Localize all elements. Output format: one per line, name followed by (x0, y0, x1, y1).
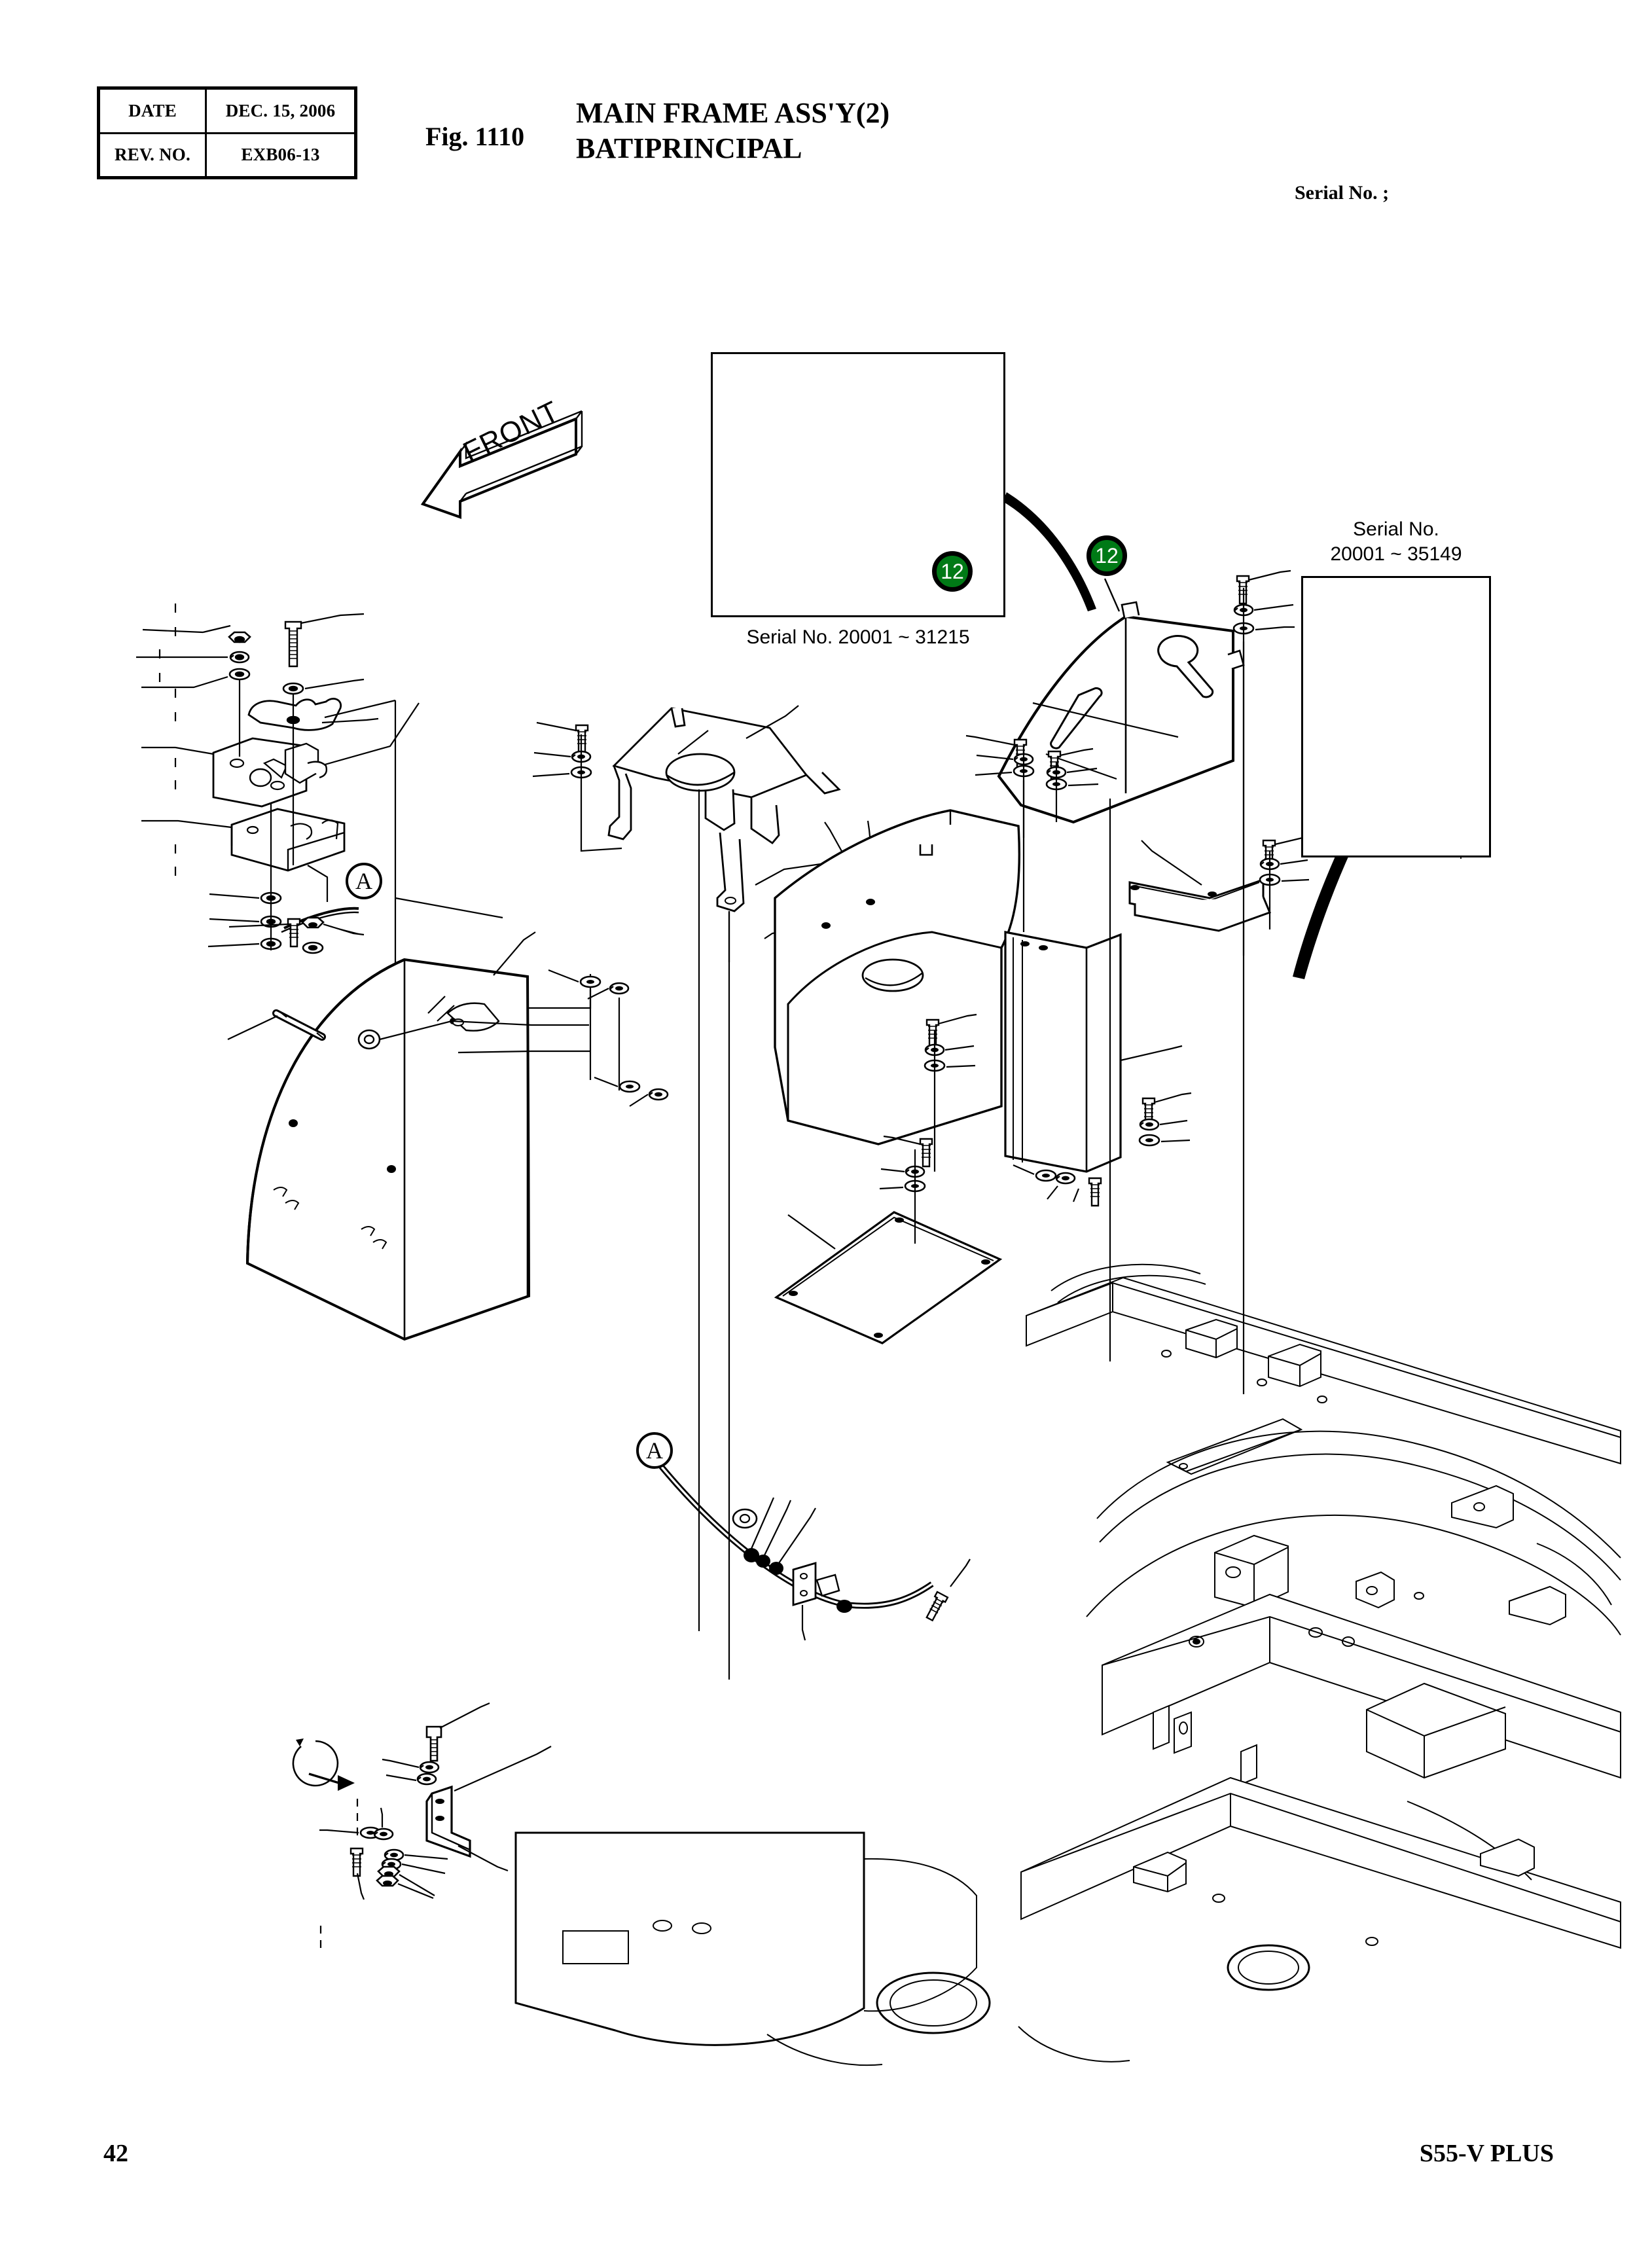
hex-bolt-long (284, 621, 302, 668)
page-title: MAIN FRAME ASS'Y(2) BATIPRINCIPAL (576, 96, 889, 166)
right-mount-plate (1128, 840, 1271, 932)
floor-plate-fasteners (879, 1135, 933, 1244)
title-block-row-revision: REV. NO. EXB06-13 (100, 134, 354, 176)
revision-label: REV. NO. (100, 134, 207, 176)
page-title-line-2: BATIPRINCIPAL (576, 132, 802, 164)
assembly-axis-lines (698, 641, 1245, 1680)
title-block: DATE DEC. 15, 2006 REV. NO. EXB06-13 (97, 86, 357, 179)
engine-cover-panel (997, 578, 1245, 824)
inset-right-caption: Serial No. 20001 ~ 35149 (1301, 517, 1491, 566)
left-latch-assembly (136, 603, 420, 954)
inset-right-caption-line-1: Serial No. (1353, 518, 1439, 540)
section-callout-a-upper: A (346, 863, 382, 899)
section-callout-a-lower: A (636, 1432, 673, 1469)
title-block-row-date: DATE DEC. 15, 2006 (100, 90, 354, 134)
inset-link-arrow-left (1003, 492, 1096, 611)
figure-number: Fig. 1110 (425, 122, 525, 151)
battery-tray-bracket (607, 705, 841, 962)
washer-bolt (282, 682, 304, 695)
side-cover-panel (227, 931, 592, 1341)
left-mid-fasteners (548, 969, 669, 1107)
part-badge-12-inset[interactable]: 12 (932, 551, 973, 592)
inset-link-arrow-right (1293, 842, 1351, 979)
date-label: DATE (100, 90, 207, 132)
tray-fasteners (532, 721, 622, 852)
center-floor-panel (774, 809, 1021, 1145)
date-value: DEC. 15, 2006 (225, 100, 336, 120)
front-direction-arrow (420, 410, 583, 519)
hex-nut (228, 631, 251, 643)
cable-harness (658, 1464, 971, 1641)
page-number: 42 (103, 2140, 128, 2167)
revision-value: EXB06-13 (241, 145, 320, 165)
model-designation: S55-V PLUS (1419, 2140, 1554, 2167)
hood-fasteners (228, 916, 365, 948)
part-badge-12-main[interactable]: 12 (1086, 535, 1127, 576)
spring-washer (229, 651, 250, 664)
lower-left-bracket (292, 1702, 552, 1948)
vertical-strut (1004, 931, 1183, 1173)
flat-washer (228, 668, 251, 681)
main-frame-chassis (514, 1263, 1621, 2066)
inset-box-right (1301, 576, 1491, 857)
page-title-line-1: MAIN FRAME ASS'Y(2) (576, 97, 890, 129)
serial-no-header: Serial No. ; (1295, 182, 1390, 204)
strut-fasteners (924, 1013, 1192, 1207)
washer-small (302, 941, 324, 954)
inset-left-caption: Serial No. 20001 ~ 31215 (746, 626, 970, 648)
inset-right-caption-line-2: 20001 ~ 35149 (1330, 543, 1462, 565)
floor-plate (774, 1211, 1003, 1344)
